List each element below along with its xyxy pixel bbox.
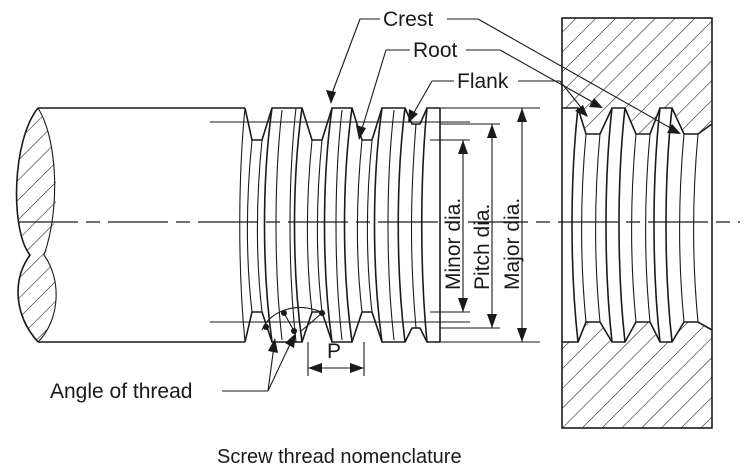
shaft-break-section <box>16 108 57 342</box>
root-label: Root <box>413 39 458 62</box>
crest-label: Crest <box>383 8 433 31</box>
crest-callout: Crest <box>326 8 681 134</box>
shaft <box>15 107 245 343</box>
angle-of-thread-label: Angle of thread <box>50 380 192 403</box>
root-callout: Root <box>356 39 603 140</box>
thread-bottom-profile <box>244 311 440 343</box>
flank-label: Flank <box>457 70 509 93</box>
pitch-dia-label: Pitch dia. <box>471 204 494 290</box>
external-thread <box>239 107 441 343</box>
minor-dia-label: Minor dia. <box>442 198 465 290</box>
major-dia-dimension: Major dia. <box>501 108 527 342</box>
pitch-dia-dimension: Pitch dia. <box>471 124 497 328</box>
shaft-break-outline <box>15 107 39 343</box>
nut-hatch <box>562 18 712 428</box>
pitch-label: P <box>327 340 341 363</box>
pitch-dimension: P <box>307 340 365 376</box>
major-dia-label: Major dia. <box>501 198 524 290</box>
nut-section <box>561 17 713 429</box>
minor-dia-dimension: Minor dia. <box>442 140 468 312</box>
flank-callout: Flank <box>408 70 588 123</box>
nut-outline <box>561 17 713 429</box>
diagram-caption: Screw thread nomenclature <box>217 446 462 468</box>
angle-of-thread-callout: Angle of thread <box>50 306 326 403</box>
